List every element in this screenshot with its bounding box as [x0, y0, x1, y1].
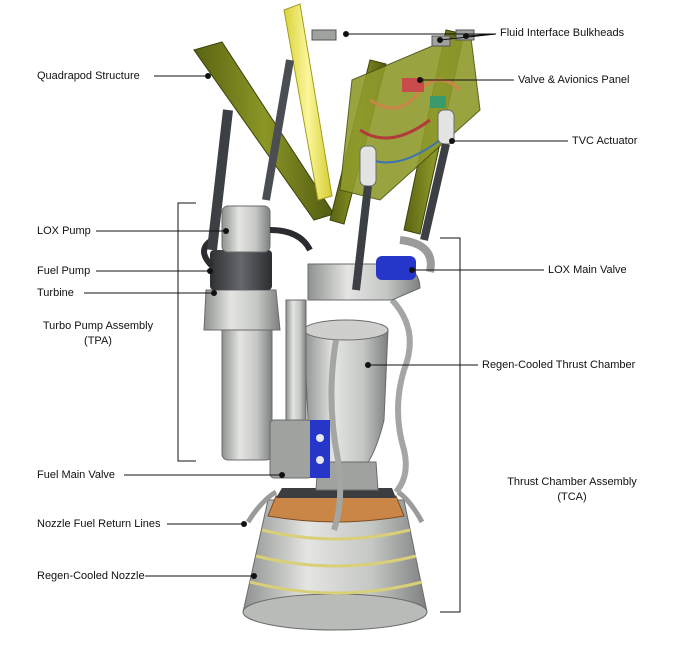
nozzle-band-3	[249, 580, 423, 595]
label-nozzle-fuel-return-lines: Nozzle Fuel Return Lines	[37, 518, 161, 530]
label-tpa-title: Turbo Pump Assembly	[42, 320, 154, 332]
regen-cooled-nozzle	[242, 488, 428, 631]
bracket-tpa	[177, 202, 196, 462]
label-turbine: Turbine	[37, 287, 74, 299]
lox-main-valve	[307, 236, 435, 301]
leader-fluid-bulkheads-3	[465, 33, 497, 37]
label-tvc-actuator: TVC Actuator	[572, 135, 638, 147]
nozzle-fuel-return-lines	[245, 489, 425, 524]
label-tpa-abbrev: (TPA)	[84, 335, 112, 347]
label-tca-title: Thrust Chamber Assembly	[507, 476, 637, 488]
turbo-pump-assembly	[201, 205, 313, 461]
label-fluid-interface-bulkheads: Fluid Interface Bulkheads	[500, 27, 625, 39]
label-tca-abbrev: (TCA)	[557, 491, 587, 503]
fuel-pump	[210, 250, 272, 290]
nozzle-band-1	[261, 528, 411, 541]
leader-lines	[84, 33, 568, 613]
nozzle-band-2	[255, 554, 417, 568]
fuel-main-valve	[269, 299, 330, 479]
leader-dots	[205, 31, 469, 579]
label-fuel-pump: Fuel Pump	[37, 265, 91, 277]
bracket-tca	[440, 237, 461, 613]
label-quadrapod-structure: Quadrapod Structure	[37, 70, 140, 82]
label-lox-pump: LOX Pump	[37, 225, 91, 237]
label-regen-cooled-nozzle: Regen-Cooled Nozzle	[37, 570, 145, 582]
tvc-actuator	[352, 109, 455, 291]
label-regen-cooled-thrust-chamber: Regen-Cooled Thrust Chamber	[482, 359, 636, 371]
lox-pump	[221, 205, 271, 253]
label-fuel-main-valve: Fuel Main Valve	[37, 469, 116, 481]
label-valve-avionics-panel: Valve & Avionics Panel	[518, 74, 630, 86]
label-lox-main-valve: LOX Main Valve	[548, 264, 627, 276]
